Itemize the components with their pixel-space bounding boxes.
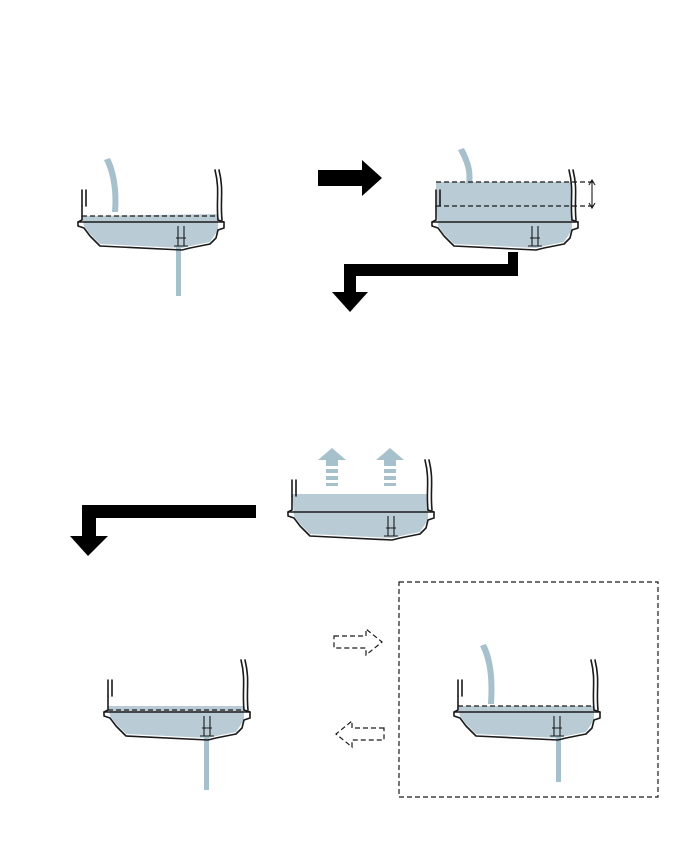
panel-step-4 <box>103 659 251 790</box>
level-dimension-icon <box>588 178 596 210</box>
drain-stream-icon <box>556 736 561 782</box>
cycle-arrow-left-icon <box>335 719 385 749</box>
drain-stream-icon <box>176 246 181 296</box>
flow-arrow-return-icon <box>332 252 518 312</box>
water-inlet-hose-icon <box>458 148 473 184</box>
alternative-frame <box>398 581 659 798</box>
cycle-arrow-right-icon <box>333 627 383 657</box>
water-inlet-hose-icon <box>104 158 119 212</box>
water-inlet-hose-icon <box>480 644 495 704</box>
panel-step-1 <box>77 158 225 296</box>
water-body <box>292 494 428 538</box>
flow-arrow-right-icon <box>318 160 382 196</box>
water-body <box>458 706 594 738</box>
drain-stream-icon <box>204 736 209 790</box>
flow-arrow-return-icon-2 <box>70 505 256 556</box>
rising-vapour-icon <box>318 448 404 486</box>
water-body <box>436 182 572 248</box>
water-body <box>108 706 244 738</box>
panel-step-3 <box>287 448 435 541</box>
panel-step-alt <box>453 644 601 782</box>
panel-step-2 <box>431 148 596 251</box>
water-body <box>82 214 218 248</box>
